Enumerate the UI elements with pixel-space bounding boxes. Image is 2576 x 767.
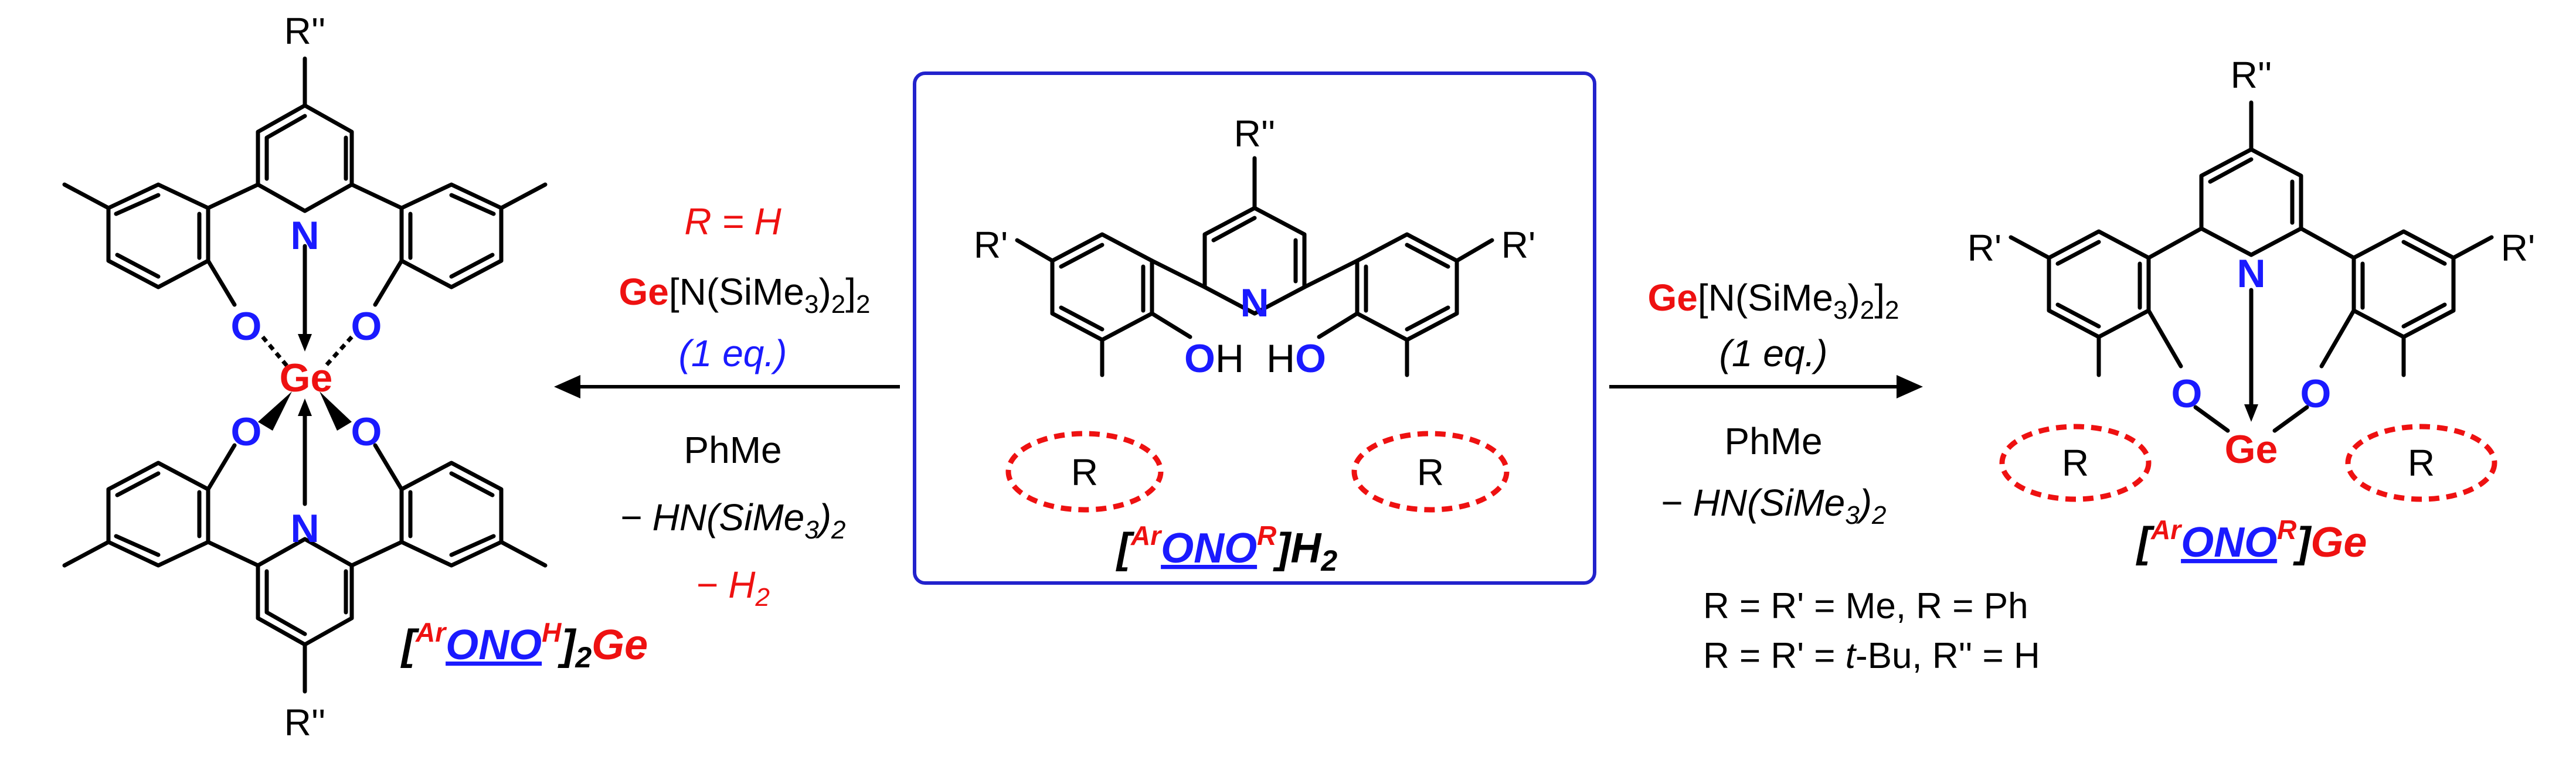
left-h2: − H2: [696, 564, 770, 612]
left-product-label: [ArONOH]2Ge: [400, 617, 648, 674]
substituent-scope: R = R' = Me, R = Ph R = R' = t-Bu, R'' =…: [1703, 586, 2040, 676]
right-r-left-ellipse: [1999, 424, 2152, 502]
center-reactant: R'' R' R' N OH HO R R [ArONOR]H2: [913, 71, 1596, 585]
center-n: N: [1240, 281, 1269, 325]
right-product-structure: R'' R' R' N O O Ge R R [ArONOR]Ge: [1967, 54, 2535, 566]
left-conditions: R = H Ge[N(SiMe3)2]2 (1 eq.) PhMe − HN(S…: [618, 200, 870, 612]
left-r2-bottom: R'': [284, 701, 326, 744]
right-conditions: Ge[N(SiMe3)2]2 (1 eq.) PhMe − HN(SiMe3)2: [1647, 277, 1899, 530]
left-o-lr: O: [351, 410, 382, 454]
left-reaction-arrow: [554, 375, 900, 398]
left-n-top: N: [290, 213, 319, 258]
left-o-ur: O: [351, 304, 382, 349]
right-byproduct: − HN(SiMe3)2: [1661, 482, 1887, 530]
scope-line-2: R = R' = t-Bu, R'' = H: [1703, 636, 2040, 676]
right-product-label: [ArONOR]Ge: [2136, 514, 2367, 566]
right-r-right: R: [2408, 442, 2435, 484]
left-solvent: PhMe: [684, 429, 781, 471]
left-r-equals-h: R = H: [684, 200, 781, 243]
center-r2: R'': [1234, 113, 1276, 155]
left-o-ll: O: [231, 410, 262, 454]
right-n: N: [2237, 251, 2265, 296]
right-reagent: Ge[N(SiMe3)2]2: [1647, 277, 1899, 325]
center-label: [ArONOR]H2: [1116, 520, 1337, 577]
right-r1-left: R': [1967, 227, 2001, 269]
right-ge: Ge: [2225, 427, 2278, 472]
center-oh-right: HO: [1266, 336, 1326, 381]
center-r1-right: R': [1501, 224, 1535, 266]
scope-line-1: R = R' = Me, R = Ph: [1703, 586, 2028, 626]
reactant-box: [913, 71, 1596, 585]
right-r1-right: R': [2501, 227, 2535, 269]
center-r-left-ellipse: [1005, 431, 1164, 513]
right-r-right-ellipse: [2345, 424, 2497, 502]
right-reaction-arrow: [1609, 375, 1923, 398]
right-equiv: (1 eq.): [1719, 332, 1828, 374]
center-r-left: R: [1071, 451, 1098, 493]
right-o-left: O: [2171, 371, 2203, 416]
left-r2-top: R'': [284, 10, 326, 52]
left-reagent: Ge[N(SiMe3)2]2: [618, 271, 870, 319]
right-r2: R'': [2231, 54, 2272, 96]
center-r-right: R: [1417, 451, 1444, 493]
left-o-ul: O: [231, 304, 262, 349]
center-oh-left: OH: [1184, 336, 1244, 381]
left-product-structure: R'' N O O Ge O O N R'' [ArONOH]2Ge: [62, 10, 648, 744]
right-solvent: PhMe: [1724, 420, 1822, 462]
left-ge: Ge: [280, 356, 333, 400]
center-r-right-ellipse: [1351, 431, 1510, 513]
right-r-left: R: [2062, 442, 2089, 484]
left-byproduct: − HN(SiMe3)2: [620, 496, 846, 544]
left-equiv: (1 eq.): [679, 332, 787, 374]
left-n-bottom: N: [290, 506, 319, 551]
right-o-right: O: [2300, 371, 2332, 416]
center-r1-left: R': [974, 224, 1008, 266]
